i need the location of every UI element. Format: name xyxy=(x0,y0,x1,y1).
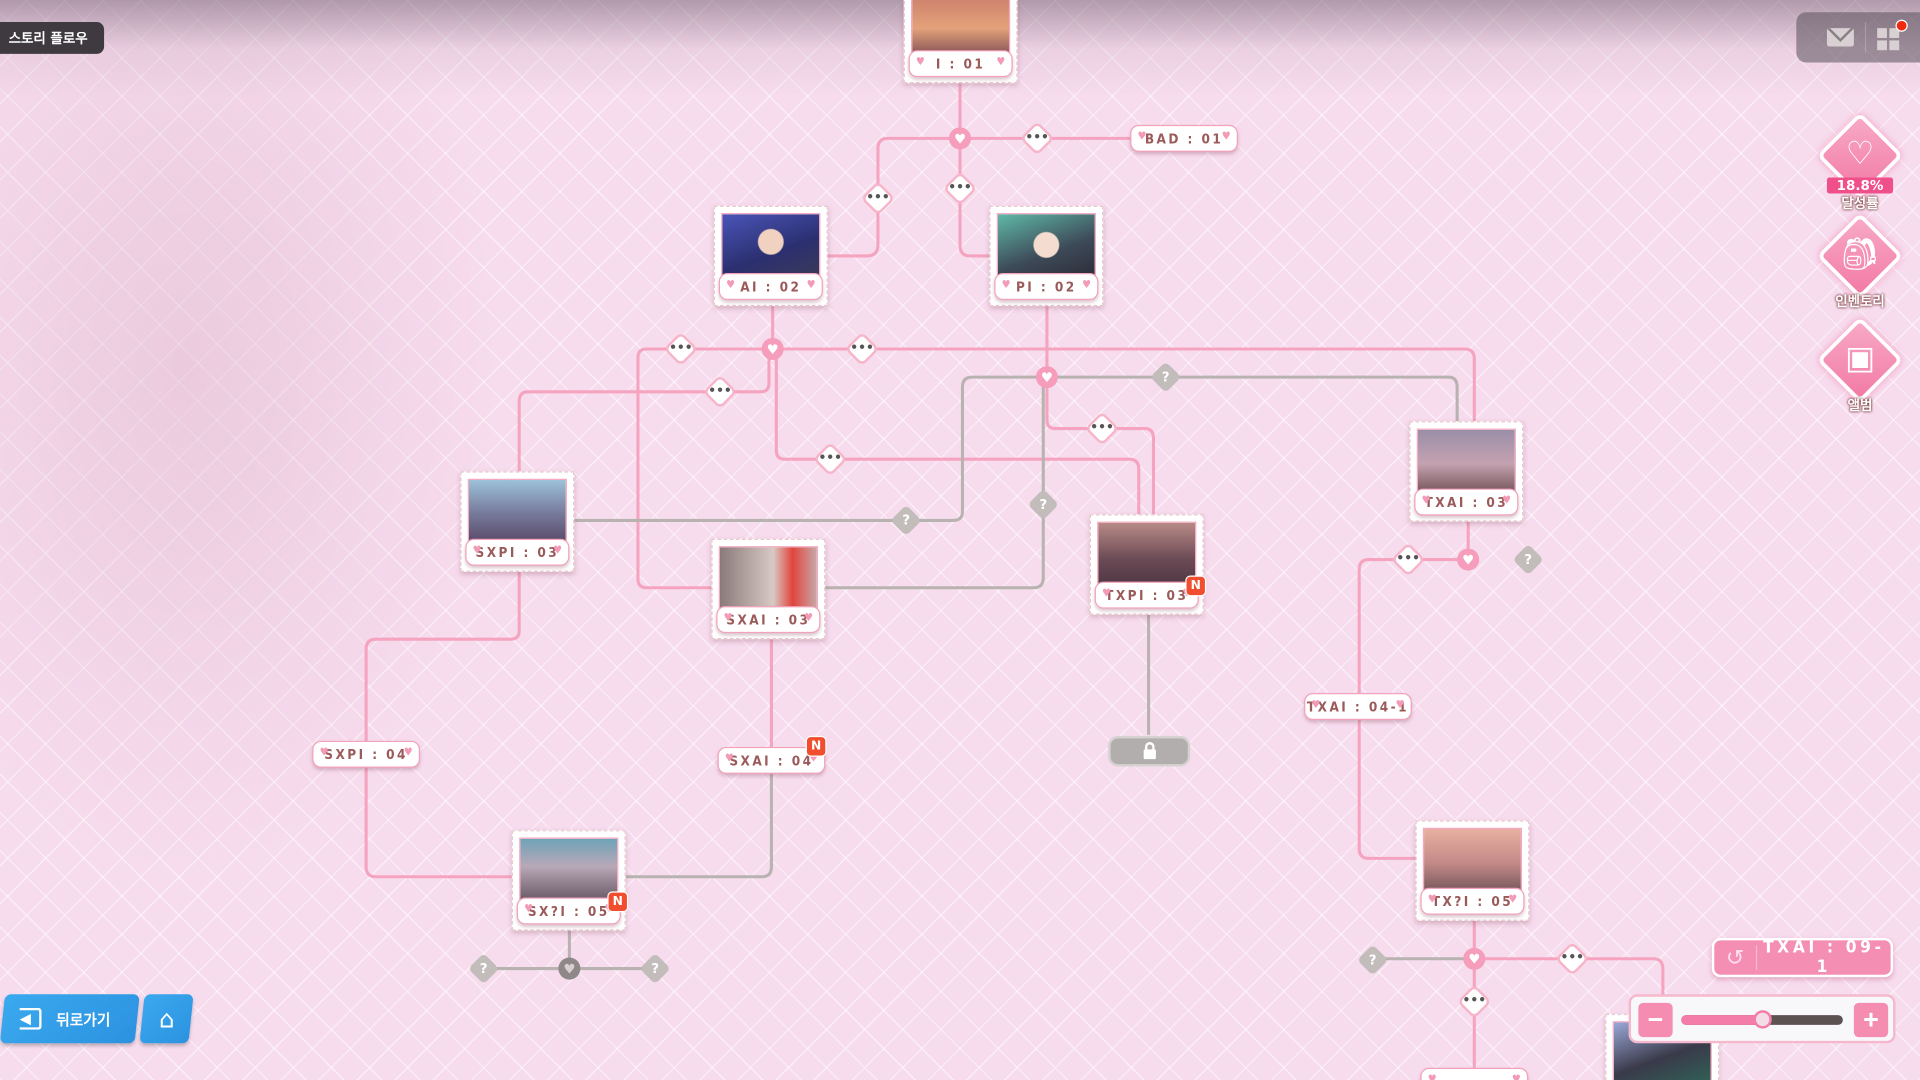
story-node-ai02[interactable]: AI : 02 xyxy=(713,205,828,307)
current-episode-label: TXAI : 09-1 xyxy=(1763,937,1885,978)
zoom-out-button[interactable]: − xyxy=(1638,1002,1673,1038)
story-node-pi02[interactable]: PI : 02 xyxy=(989,205,1104,307)
node-label: TX?I : 05 xyxy=(1420,887,1525,915)
path xyxy=(364,570,521,879)
path xyxy=(958,80,990,258)
junction-heart-locked: ♥ xyxy=(558,957,581,980)
new-badge: N xyxy=(805,735,827,757)
junction-heart: ♥ xyxy=(948,127,972,150)
lock-icon xyxy=(1143,741,1156,759)
path xyxy=(517,355,771,472)
node-label: TXAI : 03 xyxy=(1414,488,1519,516)
junction-heart: ♥ xyxy=(1457,548,1480,571)
node-label: SX?I : 05 xyxy=(516,897,621,925)
achievement-button[interactable]: ♡ 18.8% 달성률 xyxy=(1816,112,1904,218)
path xyxy=(774,355,1141,515)
zoom-in-button[interactable]: + xyxy=(1853,1002,1889,1038)
heart-icon: ♡ xyxy=(1845,135,1875,173)
locked-paths xyxy=(483,375,1475,971)
story-node-i01[interactable]: I : 01 xyxy=(903,0,1018,84)
home-icon: ⌂ xyxy=(158,1004,175,1034)
path xyxy=(1046,375,1459,422)
inventory-label: 인벤토리 xyxy=(1835,293,1885,310)
path xyxy=(1474,957,1665,1017)
story-node-sxpi04[interactable]: SXPI : 04 xyxy=(312,740,421,768)
page-title: 스토리 플로우 xyxy=(0,22,105,54)
zoom-slider-fill xyxy=(1681,1015,1763,1025)
grid-menu-icon[interactable] xyxy=(1877,28,1900,51)
node-label: SXPI : 03 xyxy=(465,538,570,566)
path xyxy=(827,136,961,258)
story-node-sx05[interactable]: SX?I : 05 N xyxy=(511,830,629,931)
top-toolbar xyxy=(1796,12,1920,63)
locked-node xyxy=(1108,735,1191,767)
album-icon: ▣ xyxy=(1844,340,1876,378)
story-node-txpi03[interactable]: TXPI : 03 N xyxy=(1089,514,1207,615)
zoom-slider-track[interactable] xyxy=(1681,1010,1843,1029)
notification-dot xyxy=(1895,19,1908,32)
junction-heart: ♥ xyxy=(1463,947,1486,970)
zoom-control: − + xyxy=(1628,994,1896,1044)
album-button[interactable]: ▣ 앨범 xyxy=(1816,316,1904,422)
node-label: AI : 02 xyxy=(718,273,823,301)
story-node-txai04-1[interactable]: TXAI : 04-1 xyxy=(1304,693,1412,721)
node-label: TXPI : 03 xyxy=(1094,581,1199,609)
current-episode-button[interactable]: ↺ TXAI : 09-1 xyxy=(1711,937,1894,978)
node-label: I : 01 xyxy=(908,50,1013,78)
junction-heart: ♥ xyxy=(761,337,784,361)
history-icon: ↺ xyxy=(1725,944,1745,971)
inventory-button[interactable]: 🎒︎ 인벤토리 xyxy=(1816,212,1904,318)
path xyxy=(1357,520,1470,860)
album-label: 앨범 xyxy=(1847,397,1873,414)
exit-icon: ◀ xyxy=(19,1007,42,1030)
story-node-sxai03[interactable]: SXAI : 03 xyxy=(711,538,826,640)
new-badge: N xyxy=(607,891,629,913)
new-badge: N xyxy=(1185,575,1207,597)
story-node-bad01[interactable]: BAD : 01 xyxy=(1130,124,1238,152)
back-button[interactable]: ◀ 뒤로가기 xyxy=(0,994,140,1044)
story-node-partial-label[interactable] xyxy=(1420,1067,1529,1080)
zoom-slider-thumb[interactable] xyxy=(1753,1010,1772,1029)
path xyxy=(574,375,1047,522)
path xyxy=(625,773,773,879)
story-node-sxpi03[interactable]: SXPI : 03 xyxy=(460,471,575,572)
achievement-label: 달성률 xyxy=(1841,195,1879,212)
mail-icon[interactable] xyxy=(1826,28,1854,47)
achievement-rate: 18.8% xyxy=(1826,177,1894,194)
path xyxy=(825,383,1045,590)
node-label: PI : 02 xyxy=(994,273,1099,301)
story-node-txai03[interactable]: TXAI : 03 xyxy=(1409,421,1524,522)
back-label: 뒤로가기 xyxy=(56,1010,111,1028)
home-button[interactable]: ⌂ xyxy=(139,994,194,1044)
path xyxy=(636,347,773,590)
backpack-icon: 🎒︎ xyxy=(1839,236,1881,274)
node-label: SXAI : 03 xyxy=(716,606,821,634)
path xyxy=(772,347,1476,422)
story-node-tx05[interactable]: TX?I : 05 xyxy=(1415,820,1530,921)
junction-heart: ♥ xyxy=(1035,366,1058,389)
